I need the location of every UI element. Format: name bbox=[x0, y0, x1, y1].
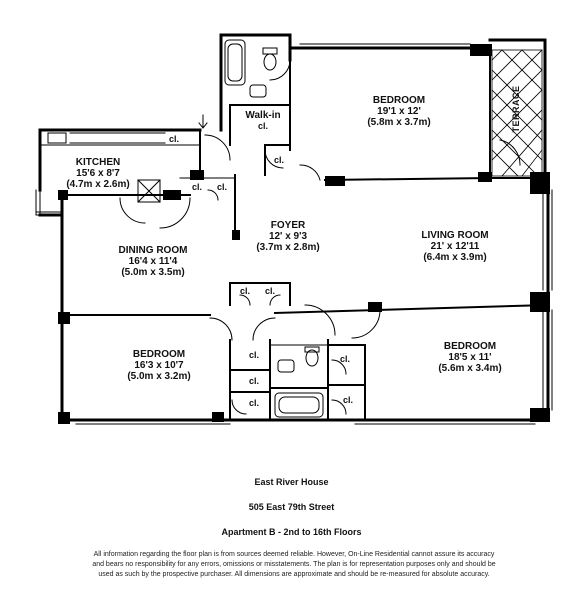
room-dimension-m: (6.4m x 3.9m) bbox=[423, 252, 487, 263]
room-dimension-m: (5.0m x 3.5m) bbox=[121, 267, 185, 278]
room-name: KITCHEN bbox=[75, 157, 121, 168]
closet-label: cl. bbox=[240, 286, 251, 296]
room-walkin: Walk-in cl. bbox=[238, 110, 288, 131]
outer-wall-top-bath bbox=[219, 33, 292, 62]
room-terrace: TERRACE bbox=[511, 85, 521, 133]
closet-label: cl. bbox=[169, 134, 180, 144]
closet-label: cl. bbox=[249, 350, 260, 360]
building-name: East River House bbox=[254, 477, 329, 487]
room-kitchen: KITCHEN 15'6 x 8'7 (4.7m x 2.6m) bbox=[58, 157, 138, 190]
room-dimension-ft: 21' x 12'11 bbox=[430, 241, 480, 252]
room-foyer: FOYER 12' x 9'3 (3.7m x 2.8m) bbox=[248, 220, 328, 253]
room-dimension-ft: 15'6 x 8'7 bbox=[76, 168, 120, 179]
room-bedroom-left: BEDROOM 16'3 x 10'7 (5.0m x 3.2m) bbox=[109, 349, 209, 382]
room-dimension-m: (3.7m x 2.8m) bbox=[256, 242, 320, 253]
bathtub-bottom bbox=[274, 392, 324, 418]
room-dimension-m: (5.6m x 3.4m) bbox=[438, 363, 502, 374]
bathtub-top bbox=[224, 39, 246, 86]
closet-label: cl. bbox=[192, 182, 203, 192]
room-name: LIVING ROOM bbox=[421, 230, 489, 241]
room-dimension-ft: 12' x 9'3 bbox=[268, 231, 308, 242]
room-dimension-m: (5.8m x 3.7m) bbox=[367, 117, 431, 128]
room-name: BEDROOM bbox=[443, 341, 497, 352]
outer-wall-terrace-top bbox=[488, 38, 547, 177]
room-name: FOYER bbox=[270, 220, 306, 231]
closet-label: cl. bbox=[343, 395, 354, 405]
closet-label: cl. bbox=[217, 182, 228, 192]
floor-plan bbox=[35, 33, 553, 425]
closet-label: cl. bbox=[274, 155, 285, 165]
room-name: BEDROOM bbox=[132, 349, 186, 360]
disclaimer-text: All information regarding the floor plan… bbox=[92, 551, 496, 578]
room-living: LIVING ROOM 21' x 12'11 (6.4m x 3.9m) bbox=[405, 230, 505, 263]
sink-top bbox=[249, 84, 267, 98]
closet-label: cl. bbox=[340, 354, 351, 364]
toilet-bottom bbox=[305, 349, 319, 367]
kitchen-sink bbox=[47, 132, 67, 144]
room-dimension-ft: 16'4 x 11'4 bbox=[128, 256, 178, 267]
outer-walls bbox=[38, 33, 550, 422]
room-bedroom-top: BEDROOM 19'1 x 12' (5.8m x 3.7m) bbox=[343, 95, 455, 128]
terrace-hatch bbox=[491, 49, 543, 177]
room-name: DINING ROOM bbox=[118, 245, 188, 256]
room-dimension-m: (5.0m x 3.2m) bbox=[127, 371, 191, 382]
apartment-title: Apartment B - 2nd to 16th Floors bbox=[221, 527, 362, 537]
kitchen-stove bbox=[137, 179, 161, 203]
room-dimension-m: (4.7m x 2.6m) bbox=[66, 179, 130, 190]
room-dining: DINING ROOM 16'4 x 11'4 (5.0m x 3.5m) bbox=[103, 245, 203, 278]
entry-arrow-icon bbox=[198, 114, 208, 129]
building-address: 505 East 79th Street bbox=[248, 502, 335, 512]
sink-bottom bbox=[277, 359, 295, 373]
room-name: Walk-in bbox=[245, 110, 281, 121]
closet-label: cl. bbox=[257, 121, 268, 131]
room-dimension-ft: 18'5 x 11' bbox=[448, 352, 492, 363]
room-bedroom-right: BEDROOM 18'5 x 11' (5.6m x 3.4m) bbox=[420, 341, 520, 374]
closet-label: cl. bbox=[249, 376, 260, 386]
room-dimension-ft: 19'1 x 12' bbox=[377, 106, 421, 117]
closet-label: cl. bbox=[265, 286, 276, 296]
toilet-top bbox=[263, 53, 277, 71]
room-dimension-ft: 16'3 x 10'7 bbox=[134, 360, 184, 371]
wall-columns bbox=[58, 44, 550, 424]
windows bbox=[35, 43, 553, 425]
room-name: BEDROOM bbox=[372, 95, 426, 106]
closet-label: cl. bbox=[249, 398, 260, 408]
bath-fixtures bbox=[47, 39, 324, 418]
